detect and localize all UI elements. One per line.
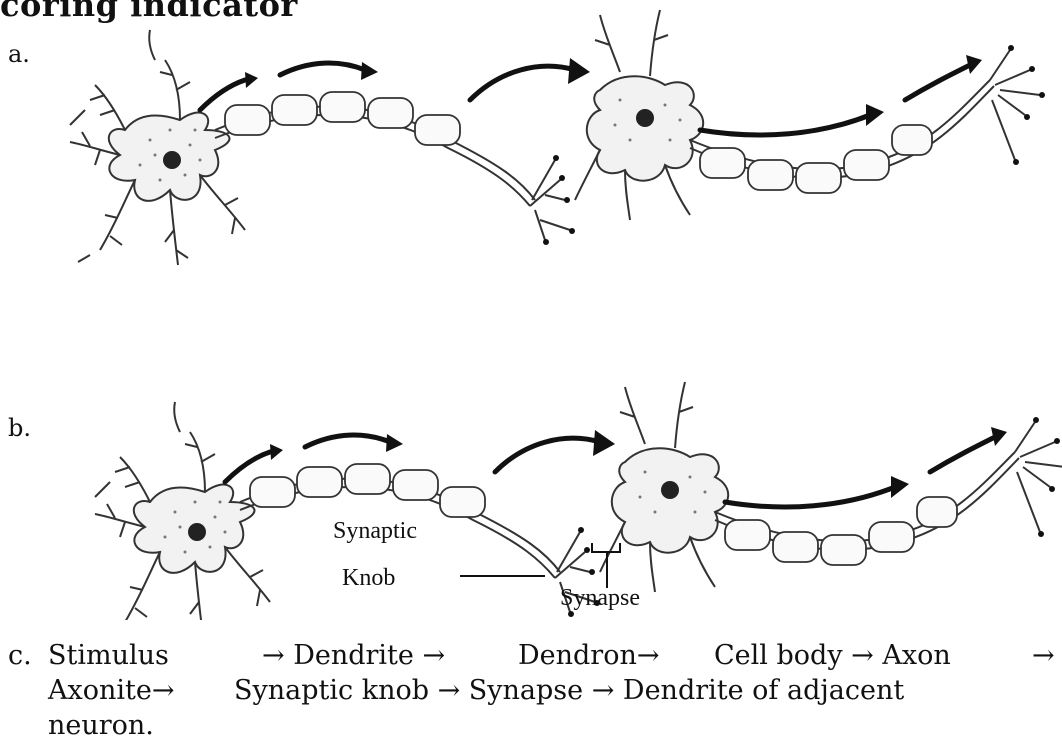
sequence-dendron: Dendron→ (518, 640, 659, 671)
sequence-label: c. (8, 640, 32, 671)
sequence-axonite: Axonite→ (48, 675, 174, 706)
sequence-dendrite: → Dendrite → (262, 640, 445, 671)
neuron-diagrams (0, 0, 1062, 620)
neuron-diagram-a (70, 10, 1045, 265)
synaptic-knob-label-line2: Knob (342, 565, 395, 592)
synaptic-knob-label-line1: Synaptic (333, 518, 417, 545)
sequence-neuron: neuron. (48, 710, 154, 741)
synapse-label: Synapse (560, 585, 640, 612)
sequence-stimulus: Stimulus (48, 640, 169, 671)
sequence-arrow-end: → (1032, 640, 1055, 671)
synapse-bracket (592, 543, 620, 552)
sequence-cellbody-axon: Cell body → Axon (714, 640, 951, 671)
sequence-synaptic-knob: Synaptic knob → Synapse → Dendrite of ad… (234, 675, 904, 706)
